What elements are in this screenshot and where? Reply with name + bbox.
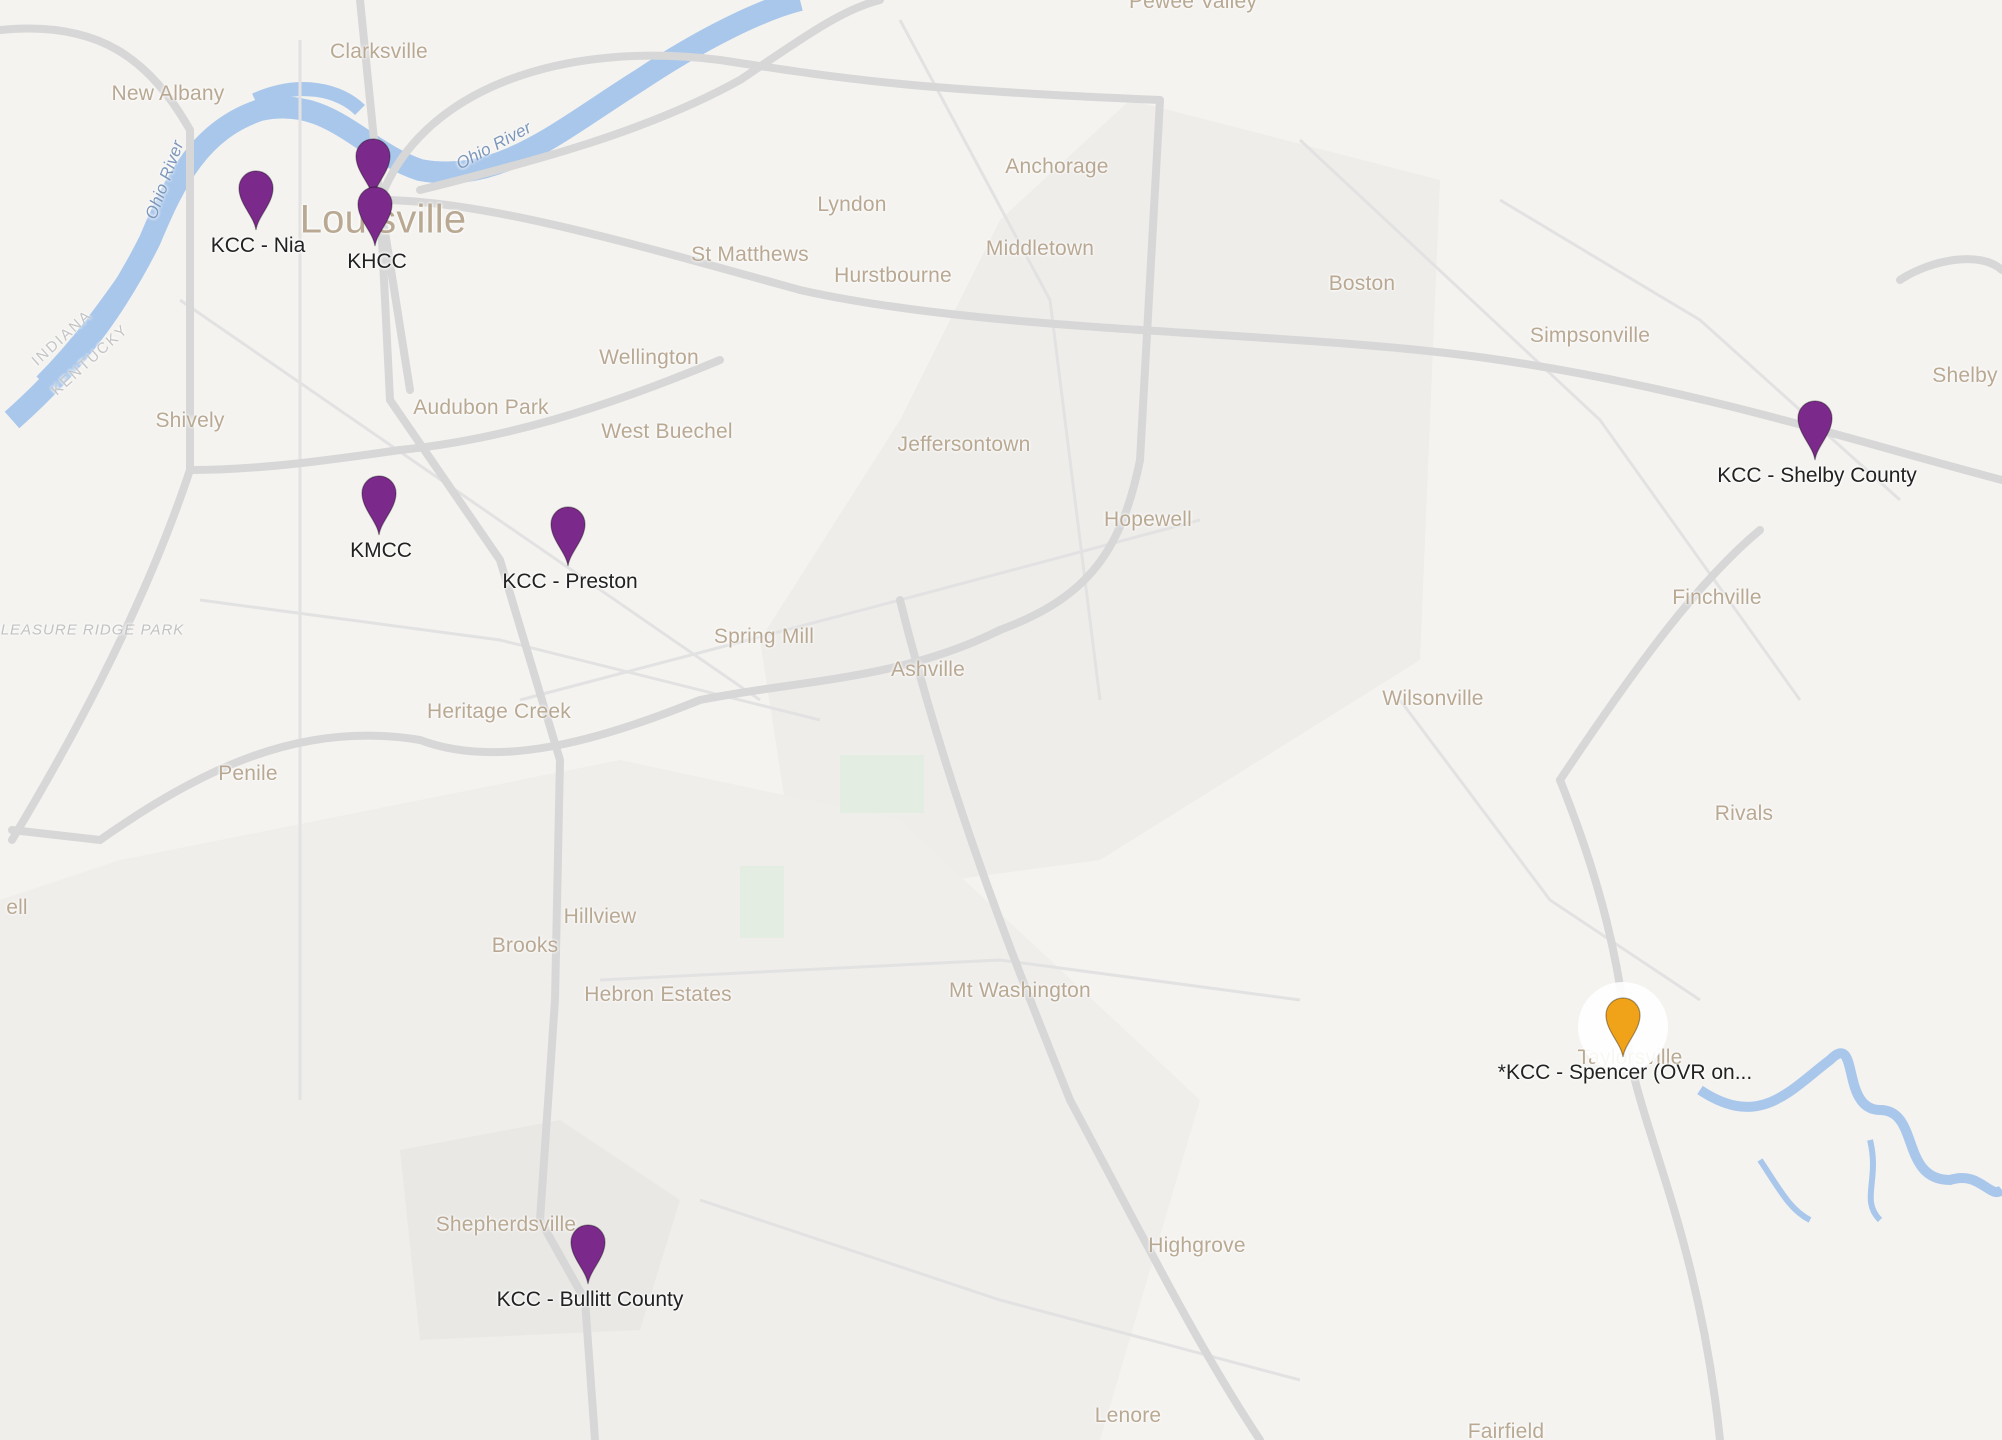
map-pin-icon[interactable] xyxy=(360,473,398,537)
place-label: Jeffersontown xyxy=(897,433,1031,456)
place-label: Penile xyxy=(218,762,278,785)
minor-roads xyxy=(179,19,1902,1382)
marker-label[interactable]: KMCC xyxy=(350,539,412,562)
place-label: Ashville xyxy=(891,658,965,681)
place-label: Mt Washington xyxy=(949,979,1091,1002)
marker-label[interactable]: KCC - Preston xyxy=(502,570,638,593)
place-label: Hillview xyxy=(563,905,637,928)
place-label: Hurstbourne xyxy=(834,264,952,287)
place-label: Shepherdsville xyxy=(435,1213,577,1236)
map-pin-icon[interactable] xyxy=(356,184,394,248)
place-label: Finchville xyxy=(1672,586,1762,609)
place-label: St Matthews xyxy=(691,243,809,266)
place-label: Highgrove xyxy=(1148,1234,1246,1257)
map-pin-icon[interactable] xyxy=(237,168,275,232)
marker-label[interactable]: KCC - Nia xyxy=(210,234,306,257)
place-label: Lenore xyxy=(1094,1404,1162,1427)
map-pin-icon[interactable] xyxy=(354,136,392,200)
marker-label[interactable]: KCC - Shelby County xyxy=(1717,464,1917,487)
place-label: Middletown xyxy=(985,237,1095,260)
place-label: Simpsonville xyxy=(1529,324,1651,347)
place-label: Anchorage xyxy=(1005,155,1109,178)
map-pin-icon[interactable] xyxy=(549,504,587,568)
place-label: Lyndon xyxy=(817,193,887,216)
place-label: Fairfield xyxy=(1467,1420,1545,1440)
place-label: Rivals xyxy=(1714,802,1774,825)
place-label: ell xyxy=(6,896,28,919)
place-label: Brooks xyxy=(491,934,559,957)
place-label: Wellington xyxy=(599,346,699,369)
place-label: Shively xyxy=(155,409,225,432)
marker-label[interactable]: *KCC - Spencer (OVR on... xyxy=(1497,1061,1753,1084)
place-label: Pewee Valley xyxy=(1128,0,1258,13)
place-label: West Buechel xyxy=(601,420,733,443)
place-label: Heritage Creek xyxy=(426,700,572,723)
place-label: Boston xyxy=(1328,272,1396,295)
map-pin-icon[interactable] xyxy=(569,1222,607,1286)
map-pin-icon-selected[interactable] xyxy=(1604,995,1642,1059)
place-label: New Albany xyxy=(111,82,225,105)
marker-label[interactable]: KHCC xyxy=(347,250,407,273)
place-label: Hopewell xyxy=(1104,508,1192,531)
water-layer xyxy=(4,0,2002,1223)
marker-label[interactable]: KCC - Bullitt County xyxy=(496,1288,684,1311)
place-label: Clarksville xyxy=(330,40,428,63)
place-label: PLEASURE RIDGE PARK xyxy=(0,621,185,639)
place-label: Audubon Park xyxy=(413,396,549,419)
map-pin-icon[interactable] xyxy=(1796,398,1834,462)
place-label: Wilsonville xyxy=(1382,687,1484,710)
place-label: Shelby xyxy=(1932,364,1998,387)
place-label: Hebron Estates xyxy=(584,983,732,1006)
place-label: Spring Mill xyxy=(713,625,815,648)
